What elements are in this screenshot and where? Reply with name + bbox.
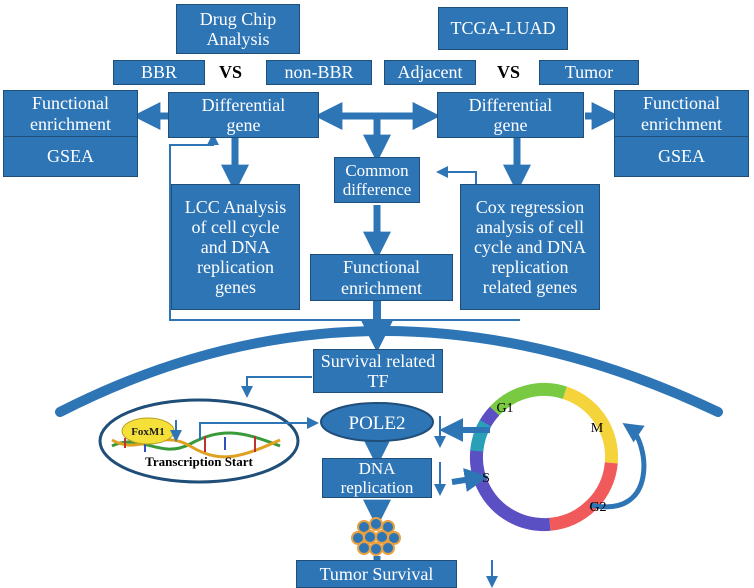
arrow-feedback-loop [169,133,520,321]
foxm1-label: FoxM1 [131,426,165,438]
lcc-analysis-box: LCC Analysis of cell cycle and DNA repli… [171,184,300,310]
tcga-luad-box: TCGA-LUAD [438,7,568,50]
left-differential-gene-box: Differential gene [168,92,319,138]
phase-s-label: S [482,471,490,486]
tumor-cell-cluster [351,517,401,556]
pole2-label: POLE2 [349,413,406,434]
non-bbr-box: non-BBR [266,60,372,85]
tumor-box: Tumor [539,60,639,85]
arrow-dna-to-s [451,468,489,492]
center-functional-enrichment-box: Functional enrichment [310,254,453,301]
right-functional-enrichment-box: Functional enrichment [614,90,749,137]
phase-m-label: M [591,421,604,436]
arrow-transcription-to-pole2 [199,417,319,440]
phase-g2-segment [549,462,618,531]
vs-left-label: VS [219,62,243,82]
drug-chip-analysis-box: Drug Chip Analysis [176,4,300,54]
cell-cycle-curved-arrow [589,422,647,510]
phase-g2-label: G2 [589,500,606,515]
bbr-box: BBR [113,60,205,85]
phase-teal-segment [470,419,492,452]
adjacent-box: Adjacent [384,60,476,85]
arrow-cox-to-common [436,166,477,185]
phase-m-segment [562,386,619,464]
transcription-start-label: Transcription Start [145,454,253,469]
tumor-survival-box: Tumor Survival [296,560,457,588]
survival-related-tf-box: Survival related TF [313,349,443,393]
cox-regression-box: Cox regression analysis of cell cycle an… [460,184,600,310]
pole2-ellipse [320,402,434,442]
right-differential-gene-box: Differential gene [437,92,584,138]
common-difference-box: Common difference [334,157,420,203]
left-functional-enrichment-box: Functional enrichment [3,90,138,137]
vs-right-label: VS [497,62,521,82]
right-gsea-box: GSEA [614,136,749,177]
phase-g1-segment [489,383,567,416]
phase-g1-label: G1 [496,401,513,416]
left-gsea-box: GSEA [3,136,138,177]
dna-replication-box: DNA replication [322,458,432,498]
arrow-tf-to-foxm1 [241,376,312,398]
